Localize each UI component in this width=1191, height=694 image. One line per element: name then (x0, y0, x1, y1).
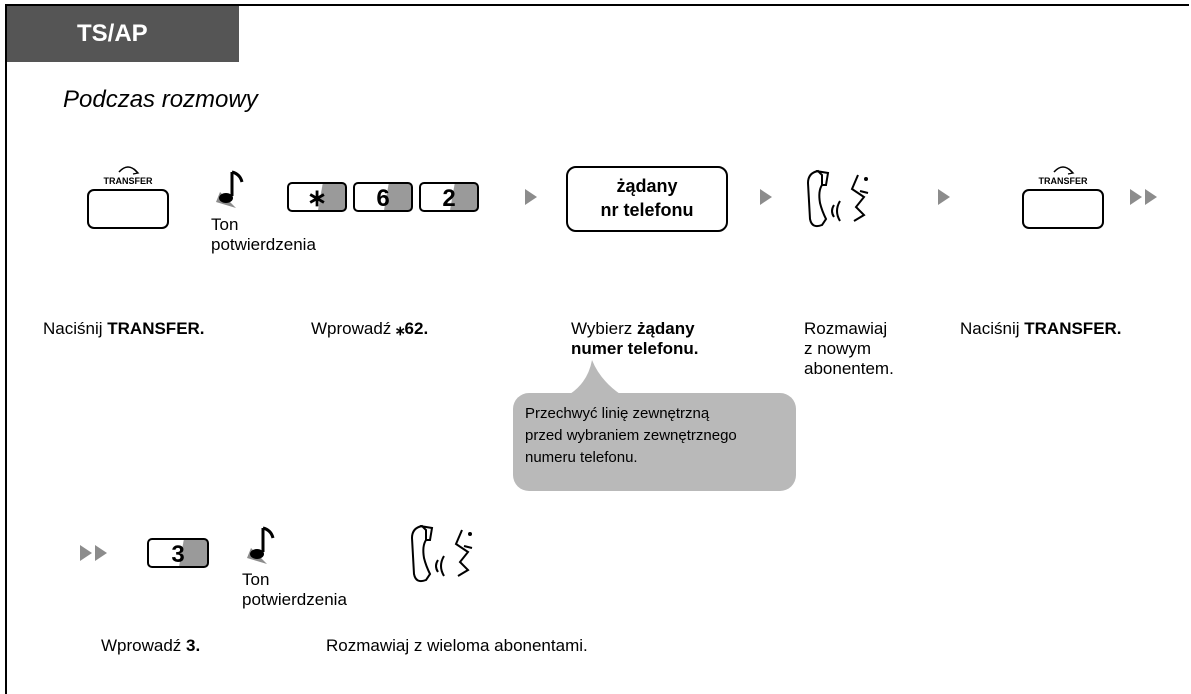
dial-box-line1: żądany (616, 176, 678, 196)
talk-handset-icon-2 (410, 524, 473, 583)
transfer-key-label-2: TRANSFER (1039, 176, 1088, 186)
transfer-key-icon: TRANSFER (87, 166, 169, 229)
dial-number-box: żądany nr telefonu (566, 166, 728, 232)
note-text: Przechwyć linię zewnętrzną przed wybrani… (525, 405, 737, 466)
header-tab: TS/AP (7, 6, 239, 62)
page-frame (5, 4, 1189, 694)
double-arrow-right-icon (1130, 189, 1142, 205)
key-star: ∗ (287, 182, 347, 212)
transfer-key-label: TRANSFER (104, 176, 153, 186)
key-6: 6 (353, 182, 413, 212)
page-subtitle: Podczas rozmowy (63, 86, 258, 113)
arrow-right-icon (760, 189, 772, 205)
tone-icon (216, 170, 244, 208)
transfer-key-icon-2: TRANSFER (1022, 166, 1104, 229)
caption-enter-code: Wprowadź ⁎62. (311, 319, 429, 338)
double-arrow-right-icon (80, 545, 92, 561)
bubble-tail-icon (570, 360, 620, 394)
caption-talk-multi: Rozmawiaj z wieloma abonentami. (326, 636, 588, 655)
tone-label: Ton potwierdzenia (211, 215, 316, 254)
arrow-right-icon (525, 189, 537, 205)
key-2: 2 (419, 182, 479, 212)
caption-enter-3: Wprowadź 3. (101, 636, 201, 655)
caption-dial-number: Wybierz żądany numer telefonu. (571, 319, 699, 358)
tone-icon-2 (247, 526, 275, 564)
caption-press-transfer-2: Naciśnij TRANSFER. (960, 319, 1122, 338)
arrow-right-icon (938, 189, 950, 205)
caption-talk-new: Rozmawiaj z nowym abonentem. (804, 319, 894, 378)
note-bubble: Przechwyć linię zewnętrzną przed wybrani… (513, 393, 796, 491)
key-3: 3 (147, 538, 209, 568)
caption-press-transfer: Naciśnij TRANSFER. (43, 319, 205, 338)
tone-label-2: Ton potwierdzenia (242, 570, 347, 609)
double-arrow-right-icon (95, 545, 107, 561)
double-arrow-right-icon (1145, 189, 1157, 205)
talk-handset-icon (806, 169, 869, 228)
header-tab-label: TS/AP (77, 20, 148, 47)
dial-box-line2: nr telefonu (600, 200, 694, 220)
